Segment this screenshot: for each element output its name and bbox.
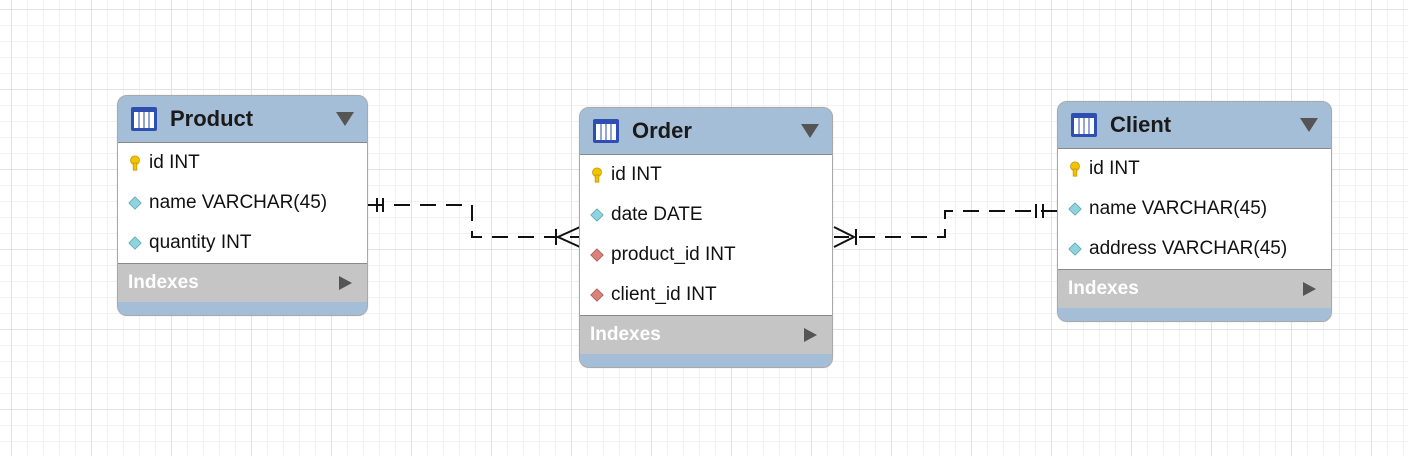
- column-row[interactable]: id INT: [1058, 149, 1331, 189]
- expand-arrow-icon[interactable]: [1301, 281, 1317, 297]
- table-title: Client: [1110, 112, 1172, 137]
- collapse-triangle-icon[interactable]: [800, 123, 820, 139]
- table-footer: [1058, 308, 1331, 321]
- column-list: id INT name VARCHAR(45) quantity INT: [118, 142, 367, 264]
- indexes-label: Indexes: [590, 324, 661, 345]
- expand-arrow-icon[interactable]: [337, 275, 353, 291]
- relationship-client-order[interactable]: [833, 204, 1057, 248]
- column-diamond-icon: [1068, 202, 1082, 216]
- primary-key-icon: [1070, 161, 1080, 177]
- crows-foot-icon: [555, 226, 581, 248]
- primary-key-icon: [592, 167, 602, 183]
- column-row[interactable]: date DATE: [580, 195, 832, 235]
- relationship-product-order[interactable]: [368, 198, 581, 248]
- indexes-label: Indexes: [128, 272, 199, 293]
- column-list: id INT name VARCHAR(45) address VARCHAR(…: [1058, 148, 1331, 270]
- indexes-label: Indexes: [1068, 278, 1139, 299]
- column-row[interactable]: name VARCHAR(45): [118, 183, 367, 223]
- column-row[interactable]: id INT: [580, 155, 832, 195]
- collapse-triangle-icon[interactable]: [1299, 117, 1319, 133]
- table-header[interactable]: Product: [118, 96, 367, 142]
- table-footer: [118, 302, 367, 315]
- crows-foot-icon: [833, 226, 857, 248]
- column-label: name VARCHAR(45): [149, 192, 328, 213]
- foreign-key-diamond-icon: [590, 248, 604, 262]
- indexes-section[interactable]: Indexes: [118, 264, 367, 302]
- table-header[interactable]: Client: [1058, 102, 1331, 148]
- column-label: id INT: [611, 164, 662, 185]
- column-diamond-icon: [128, 196, 142, 210]
- indexes-section[interactable]: Indexes: [1058, 270, 1331, 308]
- product-table[interactable]: Product id INT name VARCHAR(45): [117, 95, 368, 316]
- column-label: date DATE: [611, 204, 703, 225]
- column-label: address VARCHAR(45): [1089, 238, 1288, 259]
- column-label: name VARCHAR(45): [1089, 198, 1268, 219]
- column-row[interactable]: id INT: [118, 143, 367, 183]
- column-label: client_id INT: [611, 284, 717, 305]
- column-label: quantity INT: [149, 232, 252, 253]
- table-icon: [593, 119, 619, 143]
- table-footer: [580, 354, 832, 367]
- table-title: Product: [170, 106, 254, 131]
- column-row[interactable]: name VARCHAR(45): [1058, 189, 1331, 229]
- column-diamond-icon: [590, 208, 604, 222]
- column-label: id INT: [149, 152, 200, 173]
- table-header[interactable]: Order: [580, 108, 832, 154]
- table-title: Order: [632, 118, 692, 143]
- table-icon: [131, 107, 157, 131]
- column-label: product_id INT: [611, 244, 736, 265]
- column-diamond-icon: [1068, 242, 1082, 256]
- table-icon: [1071, 113, 1097, 137]
- expand-arrow-icon[interactable]: [802, 327, 818, 343]
- column-row[interactable]: product_id INT: [580, 235, 832, 275]
- collapse-triangle-icon[interactable]: [335, 111, 355, 127]
- column-label: id INT: [1089, 158, 1140, 179]
- column-row[interactable]: client_id INT: [580, 275, 832, 315]
- order-table[interactable]: Order id INT date DATE: [579, 107, 833, 368]
- column-row[interactable]: address VARCHAR(45): [1058, 229, 1331, 269]
- foreign-key-diamond-icon: [590, 288, 604, 302]
- column-row[interactable]: quantity INT: [118, 223, 367, 263]
- primary-key-icon: [130, 155, 140, 171]
- indexes-section[interactable]: Indexes: [580, 316, 832, 354]
- column-list: id INT date DATE product_id INT client_i…: [580, 154, 832, 316]
- client-table[interactable]: Client id INT name VARCHAR(45): [1057, 101, 1332, 322]
- column-diamond-icon: [128, 236, 142, 250]
